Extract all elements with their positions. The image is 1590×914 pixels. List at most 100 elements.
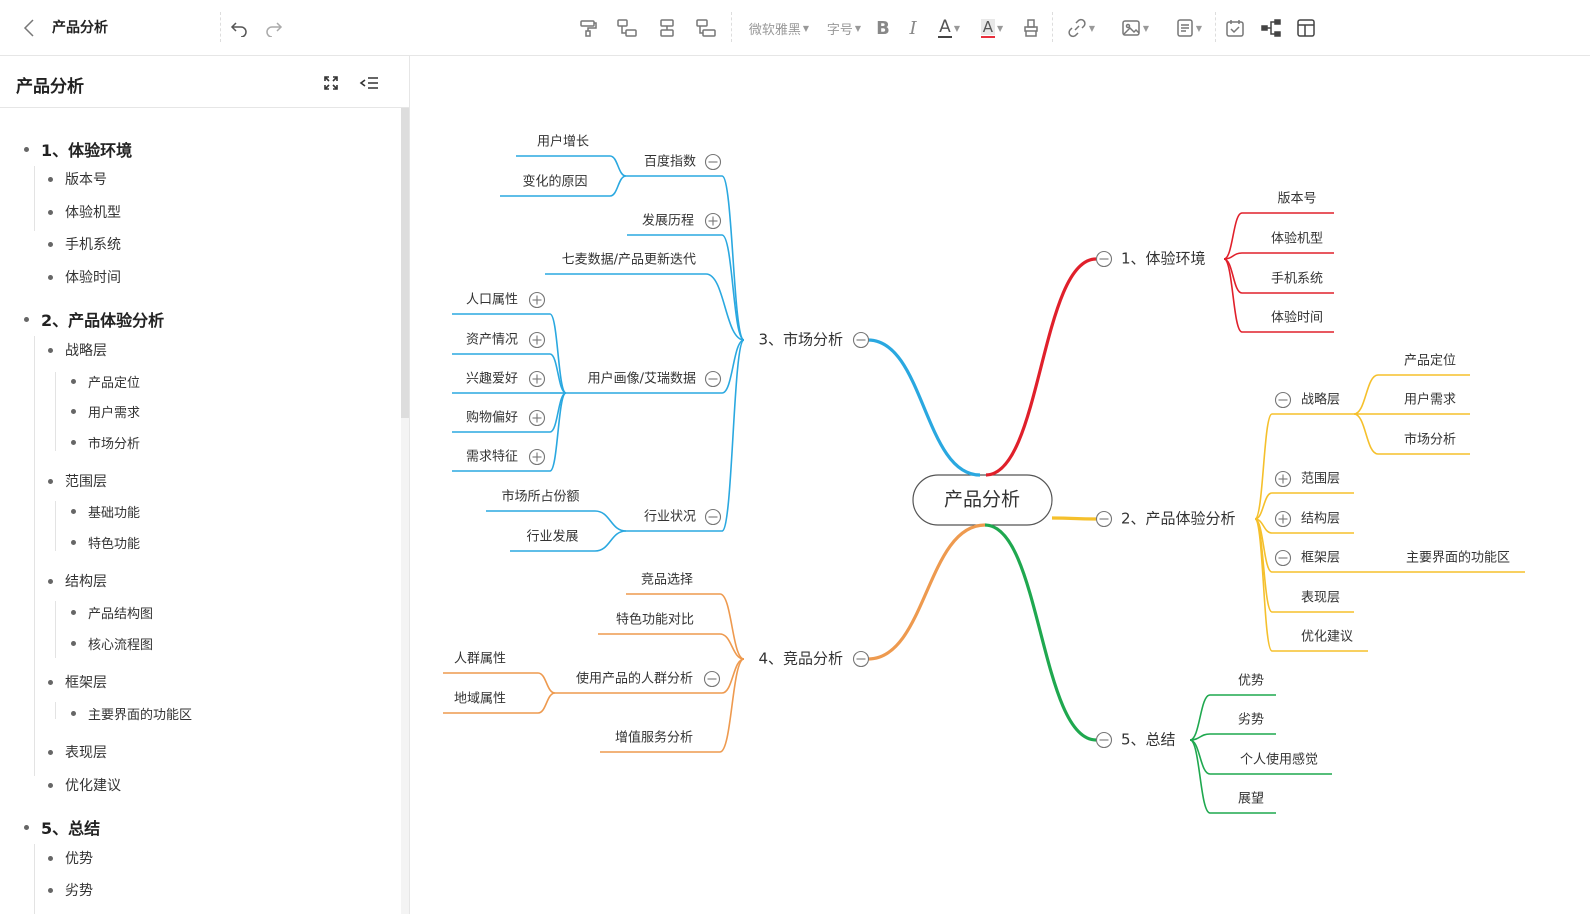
font-color-button[interactable]: A ▼ [932,14,966,42]
outline-item[interactable]: 结构层 [48,571,107,591]
outline-item[interactable]: 优势 [48,848,93,868]
outline-item[interactable]: 5、总结 [24,815,100,839]
connector-line [594,510,627,532]
italic-button[interactable]: I [909,17,917,39]
outline-item[interactable]: 用户需求 [71,402,140,421]
insert-link-button[interactable]: ▼ [1060,14,1102,42]
outline-item[interactable]: 基础功能 [71,502,140,521]
outline-header: 产品分析 [0,56,409,108]
node-label: 市场分析 [1404,432,1456,448]
outline-item[interactable]: 手机系统 [48,234,121,254]
outline-item-label: 优势 [65,851,93,867]
layout-button[interactable] [1294,14,1318,42]
bullet-icon [71,540,76,545]
outline-guide-line [34,844,35,914]
insert-note-button[interactable]: ▼ [1168,14,1210,42]
connector-line [1189,694,1211,741]
outline-item[interactable]: 体验时间 [48,267,121,287]
outline-scrollbar[interactable] [401,108,409,914]
outline-item[interactable]: 版本号 [48,169,107,189]
root-node-label: 产品分析 [944,489,1020,511]
highlight-letter: A [980,17,996,36]
outline-item-label: 版本号 [65,172,107,188]
outline-item[interactable]: 核心流程图 [71,634,153,653]
insert-child-node-button[interactable] [614,14,640,42]
format-painter-button[interactable] [576,14,600,42]
node-label: 行业状况 [644,510,696,525]
scrollbar-thumb[interactable] [401,108,409,418]
node-label: 市场所占份额 [501,489,579,505]
child-node-icon [617,19,637,37]
outline-item[interactable]: 2、产品体验分析 [24,307,164,331]
outline-item-label: 5、总结 [41,819,101,838]
insert-task-button[interactable] [1223,14,1247,42]
bullet-icon [24,146,29,152]
connector-line [985,257,1097,477]
chevron-down-icon: ▼ [1195,23,1203,33]
outline-item[interactable]: 主要界面的功能区 [71,704,192,723]
font-size-select[interactable]: 字号▼ [823,14,865,42]
insert-image-button[interactable]: ▼ [1114,14,1156,42]
outline-item-label: 体验机型 [65,205,121,221]
insert-summary-button[interactable] [693,14,719,42]
outline-item[interactable]: 劣势 [48,880,93,900]
bullet-icon [71,409,76,414]
outline-item[interactable]: 市场分析 [71,433,140,452]
node-label: 结构层 [1301,512,1340,527]
structure-button[interactable] [1258,14,1284,42]
bullet-icon [71,440,76,445]
connector-line [549,313,567,394]
outline-item[interactable]: 优化建议 [48,775,121,795]
bullet-icon [48,176,53,182]
outline-item[interactable]: 表现层 [48,742,107,762]
connector-line [1051,516,1097,521]
bullet-icon [48,274,53,280]
font-family-select[interactable]: 微软雅黑▼ [742,14,816,42]
node-label: 优势 [1238,673,1264,689]
outline-item-label: 产品定位 [88,376,141,391]
connector-line [609,155,627,177]
branch-label: 1、体验环境 [1121,250,1206,268]
outline-item[interactable]: 1、体验环境 [24,137,132,161]
bold-button[interactable]: B [876,17,890,39]
clear-format-button[interactable] [1019,14,1043,42]
outline-item[interactable]: 战略层 [48,340,107,360]
connector-line [721,175,745,341]
connector-line [537,672,556,694]
outline-item[interactable]: 特色功能 [71,533,140,552]
outline-item[interactable]: 体验机型 [48,202,121,222]
connector-line [867,523,986,661]
outline-item-label: 优化建议 [65,778,121,794]
connector-line [719,633,745,660]
collapse-outline-button[interactable] [358,72,380,94]
outline-item-label: 框架层 [65,675,107,691]
back-button[interactable] [16,14,42,42]
node-label: 行业发展 [526,529,578,545]
node-label: 范围层 [1301,472,1340,487]
chevron-down-icon: ▼ [953,23,961,33]
redo-button[interactable] [263,14,285,42]
node-label: 变化的原因 [522,174,587,190]
outline-item[interactable]: 产品结构图 [71,603,153,622]
undo-button[interactable] [228,14,250,42]
bullet-icon [48,478,53,484]
link-icon [1068,18,1086,38]
insert-sibling-node-button[interactable] [655,14,679,42]
highlight-icon: A [980,17,996,38]
highlight-color-button[interactable]: A ▼ [975,14,1009,42]
fullscreen-button[interactable] [320,72,342,94]
connector-line [1353,374,1379,415]
node-label: 人口属性 [466,293,518,308]
outline-item[interactable]: 产品定位 [71,372,140,391]
outline-item[interactable]: 范围层 [48,471,107,491]
outline-item[interactable]: 框架层 [48,672,107,692]
node-label: 版本号 [1277,192,1316,207]
connector-line [594,530,627,552]
connector-line [549,392,567,472]
node-label: 表现层 [1301,591,1340,606]
mindmap-svg: 产品分析1、体验环境版本号体验机型手机系统体验时间2、产品体验分析战略层范围层结… [443,134,1525,814]
node-label: 展望 [1238,791,1264,807]
connector-line [1254,492,1273,520]
outline-panel: 产品分析 1、体验环境版本号体验机型手机系统体验时间 2、产品体验分析战略层产品定… [0,56,410,914]
